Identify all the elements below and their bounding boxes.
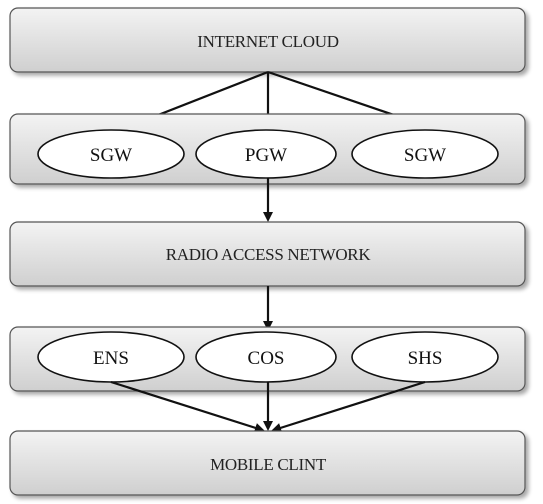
service-node-shs-label: SHS bbox=[408, 348, 443, 369]
gateway-layer: SGW PGW SGW bbox=[9, 113, 526, 185]
gateway-node-pgw-label: PGW bbox=[245, 145, 287, 166]
arrow-ens-to-client bbox=[110, 380, 265, 433]
gateway-node-sgw-right-shape bbox=[351, 129, 499, 179]
service-node-ens-label: ENS bbox=[93, 348, 129, 369]
gateway-node-sgw-right-label: SGW bbox=[404, 145, 446, 166]
service-node-cos-shape bbox=[195, 331, 337, 383]
mobile-client-label: MOBILE CLINT bbox=[210, 455, 327, 474]
gateway-node-pgw: PGW bbox=[195, 129, 337, 179]
gateway-node-sgw-left-shape bbox=[37, 129, 185, 179]
radio-access-network-label: RADIO ACCESS NETWORK bbox=[166, 245, 372, 264]
gateway-node-pgw-shape bbox=[195, 129, 337, 179]
internet-cloud-label: INTERNET CLOUD bbox=[197, 32, 338, 51]
gateway-node-sgw-left-label: SGW bbox=[90, 145, 132, 166]
arrow-shs-to-client bbox=[271, 380, 426, 433]
internet-cloud-layer: INTERNET CLOUD bbox=[9, 7, 526, 73]
gateway-node-sgw-left: SGW bbox=[37, 129, 185, 179]
service-node-shs: SHS bbox=[351, 331, 499, 383]
service-node-cos: COS bbox=[195, 331, 337, 383]
service-node-ens: ENS bbox=[37, 331, 185, 383]
services-to-client-arrows bbox=[110, 380, 426, 433]
mobile-client-box bbox=[9, 430, 526, 496]
radio-access-network-layer: RADIO ACCESS NETWORK bbox=[9, 221, 526, 287]
services-layer: ENS COS SHS bbox=[9, 326, 526, 392]
service-node-cos-label: COS bbox=[248, 348, 285, 369]
mobile-client-layer: MOBILE CLINT bbox=[9, 430, 526, 496]
gateway-node-sgw-right: SGW bbox=[351, 129, 499, 179]
